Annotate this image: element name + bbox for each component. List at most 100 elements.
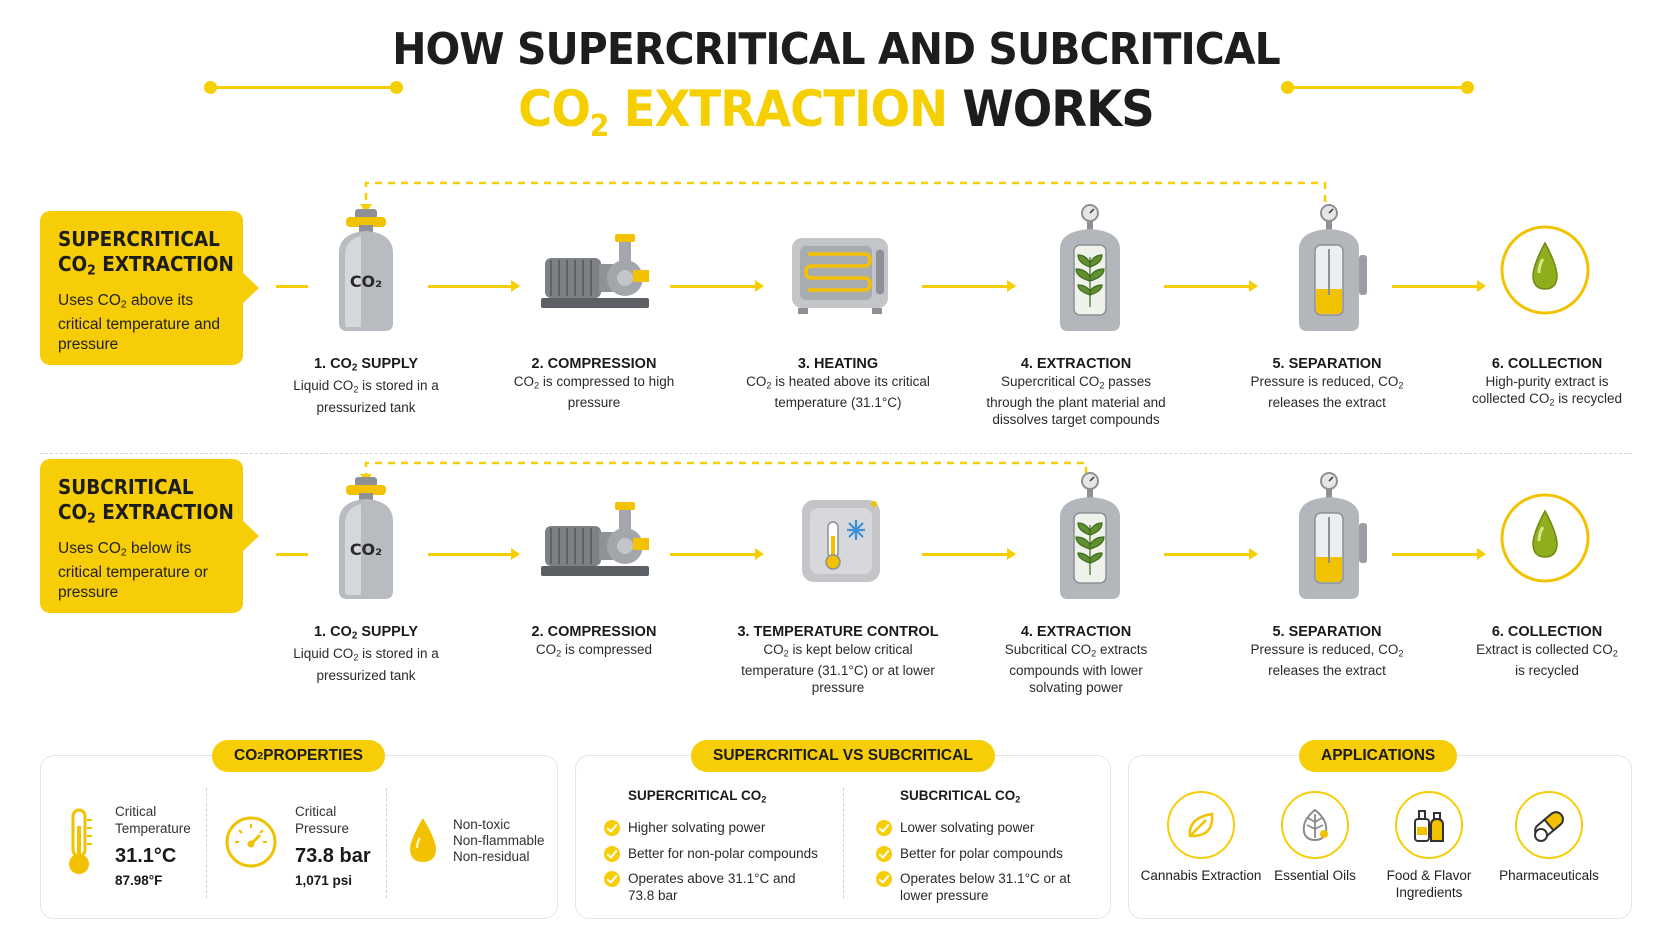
- flow-arrow: [1164, 280, 1258, 292]
- flow-arrow: [428, 280, 520, 292]
- infographic-title-line1: HOW SUPERCRITICAL AND SUBCRITICAL: [392, 24, 1280, 75]
- capsule-pills-icon: [1515, 791, 1583, 859]
- applications-tag: APPLICATIONS: [1299, 740, 1458, 772]
- step-description: Pressure is reduced, CO2 releases the ex…: [1250, 374, 1404, 411]
- flow-arrow: [428, 548, 520, 560]
- pressure-gauge-icon: [223, 814, 279, 875]
- step-1-text: 1. CO2 SUPPLY Liquid CO2 is stored in a …: [261, 623, 471, 684]
- step-5-text: 5. SEPARATION Pressure is reduced, CO2 r…: [1239, 355, 1415, 411]
- comparison-item: Better for non-polar compounds: [604, 845, 818, 862]
- comparison-item: Operates above 31.1°C and 73.8 bar: [604, 870, 804, 904]
- step-2-text: 2. COMPRESSION CO2 is compressed to high…: [489, 355, 699, 411]
- title-decoration-dot: [1461, 81, 1474, 94]
- step-3-text: 3. TEMPERATURE CONTROL CO2 is kept below…: [733, 623, 943, 696]
- step-5-text: 5. SEPARATION Pressure is reduced, CO2 r…: [1239, 623, 1415, 679]
- step-description: CO2 is kept below critical temperature (…: [741, 642, 935, 696]
- step-title: 2. COMPRESSION: [531, 624, 657, 640]
- infographic-title-line2: CO2 EXTRACTION WORKS: [518, 80, 1155, 144]
- liquid-drop-icon: [405, 816, 441, 871]
- step-description: Liquid CO2 is stored in a pressurized ta…: [293, 378, 439, 415]
- application-essential-oils: Essential Oils: [1245, 791, 1385, 884]
- temperature-control-icon: [776, 468, 906, 608]
- panel-separator: [843, 788, 844, 898]
- oil-drop-icon: [1480, 200, 1610, 340]
- step-6-text: 6. COLLECTION Extract is collected CO2 i…: [1474, 623, 1620, 679]
- supercritical-label-desc: Uses CO2 above its critical temperature …: [58, 292, 220, 354]
- flow-arrow: [670, 548, 764, 560]
- comparison-item: Lower solvating power: [876, 819, 1034, 836]
- step-title: 2. COMPRESSION: [531, 356, 657, 372]
- title-decoration-left: [210, 86, 396, 89]
- step-title: 5. SEPARATION: [1272, 356, 1382, 372]
- heater-coil-icon: [776, 200, 906, 340]
- connector-line: [276, 285, 308, 288]
- step-description: CO2 is compressed to high pressure: [513, 374, 675, 411]
- thermometer-icon: [61, 806, 97, 883]
- comparison-tag: SUPERCRITICAL VS SUBCRITICAL: [691, 740, 995, 772]
- panel-separator: [206, 788, 207, 898]
- compressor-pump-icon: [530, 200, 660, 340]
- step-3-text: 3. HEATING CO2 is heated above its criti…: [733, 355, 943, 411]
- critical-temperature-value: 31.1°C: [115, 845, 177, 867]
- application-cannabis: Cannabis Extraction: [1131, 791, 1271, 884]
- title-decoration-dot: [1281, 81, 1294, 94]
- check-icon: [604, 871, 620, 887]
- step-4-text: 4. EXTRACTION Subcritical CO2 extracts c…: [991, 623, 1161, 696]
- step-2-text: 2. COMPRESSION CO2 is compressed: [489, 623, 699, 662]
- step-title: 1. CO2 SUPPLY: [313, 356, 419, 374]
- supercritical-column-heading: SUPERCRITICAL CO2: [628, 788, 767, 805]
- flow-arrow: [1164, 548, 1258, 560]
- oil-drop-icon: [1480, 468, 1610, 608]
- application-food-flavor: Food & Flavor Ingredients: [1359, 791, 1499, 901]
- application-label: Pharmaceuticals: [1499, 868, 1599, 883]
- flow-arrow: [670, 280, 764, 292]
- step-6-text: 6. COLLECTION High-purity extract is col…: [1469, 355, 1625, 411]
- comparison-panel: SUPERCRITICAL VS SUBCRITICAL SUPERCRITIC…: [575, 740, 1111, 919]
- step-description: Liquid CO2 is stored in a pressurized ta…: [293, 646, 439, 683]
- comparison-item: Better for polar compounds: [876, 845, 1063, 862]
- connector-line: [276, 553, 308, 556]
- step-title: 3. HEATING: [797, 356, 879, 372]
- application-label: Essential Oils: [1274, 868, 1356, 883]
- subcritical-label-desc: Uses CO2 below its critical temperature …: [58, 540, 208, 602]
- step-title: 5. SEPARATION: [1272, 624, 1382, 640]
- critical-pressure-psi: 1,071 psi: [295, 873, 353, 888]
- leaf-icon: [1167, 791, 1235, 859]
- check-icon: [604, 820, 620, 836]
- row-divider: [40, 453, 1632, 454]
- compressor-pump-icon: [530, 468, 660, 608]
- step-title: 1. CO2 SUPPLY: [313, 624, 419, 642]
- extraction-vessel-icon: [1025, 468, 1155, 608]
- applications-panel: APPLICATIONS Cannabis Extraction Essenti…: [1128, 740, 1632, 919]
- flow-arrow: [922, 280, 1016, 292]
- critical-pressure-value: 73.8 bar: [295, 845, 371, 867]
- title-decoration-dot: [390, 81, 403, 94]
- extraction-vessel-icon: [1025, 200, 1155, 340]
- check-icon: [876, 871, 892, 887]
- comparison-item: Higher solvating power: [604, 819, 765, 836]
- co2-tank-icon: CO₂: [301, 468, 431, 608]
- step-description: CO2 is heated above its critical tempera…: [746, 374, 930, 411]
- step-1-text: 1. CO2 SUPPLY Liquid CO2 is stored in a …: [261, 355, 471, 416]
- flow-arrow: [1392, 548, 1486, 560]
- application-label: Food & Flavor Ingredients: [1386, 868, 1472, 900]
- step-title: 3. TEMPERATURE CONTROL: [737, 624, 939, 640]
- essential-oil-leaf-icon: [1281, 791, 1349, 859]
- svg-text:CO₂: CO₂: [350, 540, 382, 559]
- flow-arrow: [1392, 280, 1486, 292]
- step-description: High-purity extract is collected CO2 is …: [1472, 374, 1622, 408]
- svg-text:CO₂: CO₂: [350, 272, 382, 291]
- separator-vessel-icon: [1264, 468, 1394, 608]
- food-bottles-icon: [1395, 791, 1463, 859]
- application-pharmaceuticals: Pharmaceuticals: [1479, 791, 1619, 884]
- step-description: Pressure is reduced, CO2 releases the ex…: [1250, 642, 1404, 679]
